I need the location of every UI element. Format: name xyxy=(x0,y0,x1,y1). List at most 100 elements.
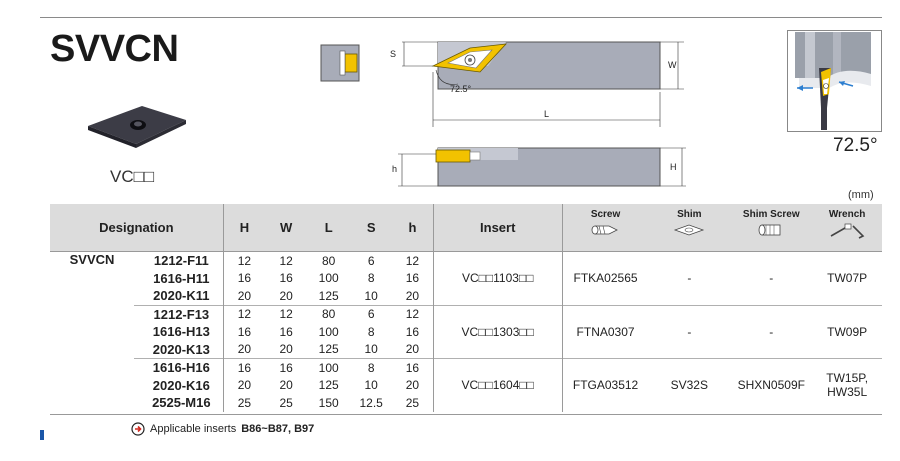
header-h: h xyxy=(392,204,434,252)
cell-L: 80 xyxy=(307,304,351,323)
applicable-inserts-label: Applicable inserts xyxy=(150,423,237,435)
cell-S: 12.5 xyxy=(359,395,383,410)
holder-top-view: S W 72.5° L xyxy=(390,41,684,127)
designation-cell: 2020-K13 xyxy=(152,341,210,357)
cell-H: 12 xyxy=(222,304,266,323)
shim-screw-cell: - xyxy=(769,271,774,286)
wrench-cell: TW15P, HW35L xyxy=(812,358,882,412)
header-shim: Shim xyxy=(648,204,731,252)
insert-cell: VC□□1303□□ xyxy=(432,304,563,359)
cell-H: 20 xyxy=(222,376,266,394)
cell-L: 100 xyxy=(307,358,351,377)
header-wrench-label: Wrench xyxy=(828,209,866,220)
header-designation: Designation xyxy=(50,204,224,252)
cell-W: 16 xyxy=(279,324,293,339)
dim-S-label: S xyxy=(390,49,396,59)
cell-W: 20 xyxy=(279,342,293,357)
cell-L: 80 xyxy=(321,253,336,268)
designation-cell: 2020-K16 xyxy=(152,377,210,393)
screw-cell: FTGA03512 xyxy=(561,358,649,412)
dim-W-label: W xyxy=(668,60,677,70)
header-S: S xyxy=(350,204,393,252)
header-W: W xyxy=(265,204,308,252)
header-wrench: Wrench xyxy=(812,204,882,252)
cell-h: 16 xyxy=(405,271,420,286)
cell-L: 125 xyxy=(318,378,339,393)
cell-S: 8 xyxy=(367,271,375,286)
cell-S: 6 xyxy=(367,253,375,268)
cell-W: 25 xyxy=(279,395,293,410)
shim-icon xyxy=(674,224,705,236)
table-row: 1616-H11 16 16 100 8 16 xyxy=(50,269,882,287)
insert-cell: VC□□1103□□ xyxy=(432,251,563,305)
cell-h: 12 xyxy=(392,304,434,323)
cell-S: 10 xyxy=(364,288,378,303)
header-L: L xyxy=(307,204,351,252)
insert-type-label: VC□□ xyxy=(110,167,155,186)
designation-cell: 1212-F13 xyxy=(134,304,224,323)
designation-cell: 1212-F11 xyxy=(153,253,209,269)
unit-label: (mm) xyxy=(848,189,874,201)
application-angle: 72.5° xyxy=(833,135,878,156)
table-bottom-rule xyxy=(50,414,882,415)
header-shim-label: Shim xyxy=(677,209,702,220)
header-shim-screw: Shim Screw xyxy=(730,204,813,252)
holder-end-view xyxy=(320,44,360,82)
cell-S: 8 xyxy=(367,324,375,339)
series-name: SVVCN xyxy=(69,252,115,267)
wrench-cell: TW09P xyxy=(812,304,882,359)
header-screw: Screw xyxy=(561,204,649,252)
dim-h-label: h xyxy=(392,164,397,174)
cell-S: 10 xyxy=(364,378,378,393)
designation-cell: 2020-K11 xyxy=(153,288,210,304)
shim-cell: - xyxy=(648,304,731,359)
cell-H: 20 xyxy=(222,287,266,305)
insert-image xyxy=(88,106,186,148)
cell-W: 20 xyxy=(279,288,293,303)
shim-screw-icon xyxy=(758,224,781,236)
page-title: SVVCN xyxy=(50,28,179,70)
cell-L: 100 xyxy=(318,324,339,339)
cell-W: 12 xyxy=(279,253,293,268)
cell-S: 6 xyxy=(350,304,393,323)
designation-cell: 1616-H13 xyxy=(152,324,210,340)
cell-h: 12 xyxy=(405,253,420,268)
cell-H: 16 xyxy=(222,323,266,341)
insert-cell: VC□□1604□□ xyxy=(432,358,563,412)
holder-side-view: h H xyxy=(392,147,686,187)
table-row: 2525-M16 25 25 150 12.5 25 xyxy=(50,394,882,412)
shim-cell: SV32S xyxy=(648,358,731,412)
cell-L: 125 xyxy=(318,342,339,357)
header-insert: Insert xyxy=(432,204,563,252)
shim-cell: - xyxy=(687,271,692,286)
dim-angle-label: 72.5° xyxy=(450,84,472,94)
cell-h: 20 xyxy=(405,378,420,393)
designation-cell: 2525-M16 xyxy=(152,395,211,411)
cell-H: 16 xyxy=(222,269,266,287)
dim-H-label: H xyxy=(670,162,677,172)
wrench-cell: TW07P xyxy=(827,271,868,286)
cell-S: 8 xyxy=(350,358,393,377)
screw-icon xyxy=(591,225,618,235)
cell-L: 100 xyxy=(318,271,339,286)
cell-H: 12 xyxy=(222,251,266,270)
accent-bar xyxy=(40,430,44,440)
designation-cell: 1616-H16 xyxy=(134,358,224,377)
applicable-inserts-refs[interactable]: B86~B87, B97 xyxy=(241,423,315,435)
table-row: 1212-F13 12 12 80 6 12 VC□□1303□□ FTNA03… xyxy=(50,304,882,359)
header-H: H xyxy=(222,204,266,252)
applicable-inserts-note: Applicable inserts B86~B87, B97 xyxy=(131,422,314,436)
header-screw-label: Screw xyxy=(590,209,621,220)
table-row: 1616-H16 16 16 100 8 16 VC□□1604□□ FTGA0… xyxy=(50,358,882,412)
shim-screw-cell: - xyxy=(730,304,813,359)
cell-H: 20 xyxy=(222,340,266,359)
cell-h: 20 xyxy=(405,288,420,303)
cell-L: 150 xyxy=(318,395,339,410)
arrow-right-circle-icon xyxy=(131,422,145,436)
header-shim-screw-label: Shim Screw xyxy=(742,209,800,220)
cell-L: 125 xyxy=(318,288,339,303)
cell-W: 12 xyxy=(265,304,308,323)
screw-cell: FTKA02565 xyxy=(561,251,649,305)
table-row: 2020-K11 20 20 125 10 20 xyxy=(50,287,882,305)
cell-h: 20 xyxy=(405,342,420,357)
